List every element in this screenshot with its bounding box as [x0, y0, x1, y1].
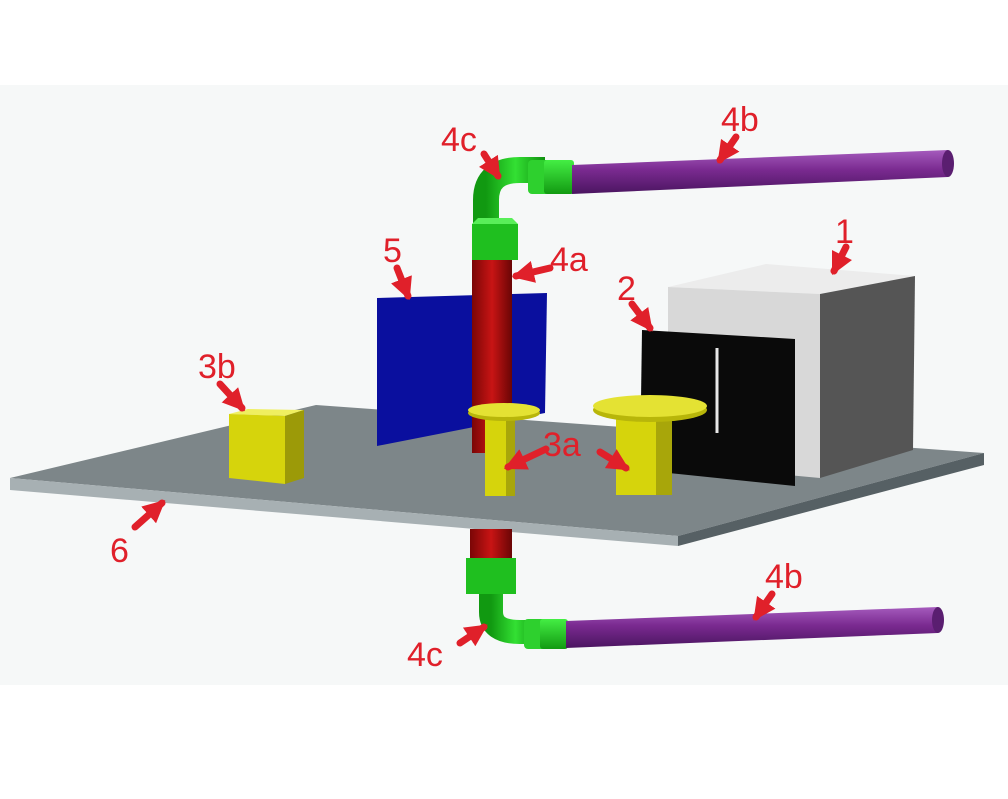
arrow-5: [391, 264, 412, 301]
label-4c-bottom: 4c: [407, 636, 443, 674]
label-4c-top: 4c: [441, 121, 477, 159]
arrow-1: [830, 243, 853, 276]
yellow-mushroom-right: [593, 395, 707, 495]
arrow-2: [628, 300, 654, 332]
arrow-4b-top: [716, 133, 740, 164]
label-2: 2: [617, 270, 636, 308]
arrow-4b-bottom: [752, 590, 776, 621]
yellow-block: [229, 409, 304, 484]
label-4b-top: 4b: [721, 101, 759, 139]
arrow-3b: [216, 380, 246, 412]
arrow-4a: [511, 260, 554, 283]
label-4a: 4a: [550, 241, 588, 279]
label-3b: 3b: [198, 348, 236, 386]
arrow-4c-bottom: [456, 623, 488, 647]
label-1: 1: [835, 213, 854, 251]
green-elbow-bottom: [466, 558, 568, 649]
arrow-3a-right: [596, 448, 630, 472]
label-3a: 3a: [543, 426, 581, 464]
label-6: 6: [110, 532, 129, 570]
callout-labels: 1 2 3b 3a 4a 4b 4b 4c 4c 5 6: [110, 101, 854, 674]
label-4b-bottom: 4b: [765, 558, 803, 596]
label-5: 5: [383, 232, 402, 270]
purple-pipe-top: [572, 150, 954, 194]
callout-arrows: [131, 133, 853, 647]
black-screen: [640, 330, 795, 486]
arrow-4c-top: [478, 150, 502, 180]
purple-pipe-bottom: [566, 607, 944, 648]
arrow-3a-left: [503, 445, 550, 471]
arrow-6: [131, 499, 166, 531]
